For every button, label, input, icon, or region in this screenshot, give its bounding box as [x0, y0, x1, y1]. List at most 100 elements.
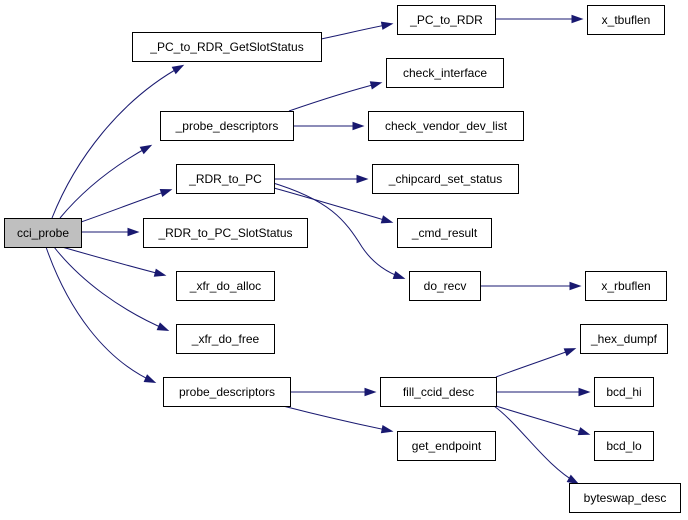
- edge-cci_probe-to-xfr_do_alloc: [61, 246, 167, 277]
- node-box[interactable]: [143, 218, 308, 248]
- node-pc_to_rdr_getslotstatus[interactable]: _PC_to_RDR_GetSlotStatus: [132, 32, 322, 62]
- node-byteswap_desc[interactable]: byteswap_desc: [569, 483, 681, 513]
- arrow-head-icon: [143, 374, 157, 384]
- edge-fill_ccid_desc-to-bcd_lo: [495, 405, 591, 436]
- node-box[interactable]: [372, 164, 519, 194]
- node-do_recv[interactable]: do_recv: [409, 271, 481, 301]
- arrow-head-icon: [139, 144, 153, 155]
- node-check_interface[interactable]: check_interface: [386, 58, 504, 88]
- node-box[interactable]: [380, 377, 497, 407]
- node-label: fill_ccid_desc: [403, 385, 474, 399]
- node-bcd_lo[interactable]: bcd_lo: [594, 431, 654, 461]
- arrow-head-icon: [563, 348, 577, 357]
- edge-fill_ccid_desc-to-byteswap_desc: [493, 405, 580, 485]
- edge-probe_descriptors-to-fill_ccid_desc: [290, 387, 377, 397]
- edge-line: [288, 82, 381, 112]
- arrow-head-icon: [566, 474, 580, 485]
- arrow-head-icon: [364, 387, 377, 397]
- node-box[interactable]: [176, 164, 275, 194]
- node-get_endpoint[interactable]: get_endpoint: [397, 431, 496, 461]
- node-box[interactable]: [397, 431, 496, 461]
- edge-cci_probe-to-xfr_do_free: [53, 246, 170, 331]
- edge-rdr_to_pc-to-cmd_result: [273, 187, 394, 224]
- node-label: _RDR_to_PC: [188, 172, 262, 186]
- edge-line: [59, 145, 151, 219]
- arrow-head-icon: [578, 387, 591, 397]
- node-label: _xfr_do_free: [191, 332, 260, 346]
- node-cci_probe[interactable]: cci_probe: [4, 218, 82, 248]
- node-x_tbuflen[interactable]: x_tbuflen: [587, 5, 665, 35]
- node-box[interactable]: [160, 111, 294, 141]
- node-label: probe_descriptors: [179, 385, 275, 399]
- edge-rdr_to_pc-to-do_recv: [269, 181, 406, 279]
- node-hex_dumpf[interactable]: _hex_dumpf: [580, 324, 668, 354]
- node-label: _probe_descriptors: [175, 119, 279, 133]
- edge-line: [80, 189, 171, 223]
- arrow-head-icon: [380, 21, 394, 30]
- node-box[interactable]: [163, 377, 291, 407]
- node-probe_descriptors[interactable]: probe_descriptors: [163, 377, 291, 407]
- node-label: _PC_to_RDR_GetSlotStatus: [149, 40, 303, 54]
- node-chipcard_set_status[interactable]: _chipcard_set_status: [372, 164, 519, 194]
- node-box[interactable]: [397, 218, 492, 248]
- node-box[interactable]: [409, 271, 481, 301]
- node-label: _RDR_to_PC_SlotStatus: [157, 226, 292, 240]
- node-check_vendor_dev_list[interactable]: check_vendor_dev_list: [368, 111, 524, 141]
- edge-probe_descriptors-to-get_endpoint: [282, 405, 394, 434]
- node-xfr_do_free[interactable]: _xfr_do_free: [176, 324, 275, 354]
- node-box[interactable]: [594, 377, 654, 407]
- edge-line: [53, 246, 168, 331]
- node-label: check_vendor_dev_list: [385, 119, 508, 133]
- arrow-head-icon: [380, 215, 394, 224]
- edge-line: [495, 348, 575, 378]
- node-label: _cmd_result: [411, 226, 478, 240]
- edge-cci_probe-to-pc_to_rdr_getslotstatus: [51, 64, 185, 219]
- node-box[interactable]: [176, 324, 275, 354]
- edge-cci_probe-to-probe_descriptors_u: [59, 144, 153, 219]
- arrow-head-icon: [577, 427, 591, 436]
- arrow-head-icon: [156, 322, 170, 331]
- node-box[interactable]: [397, 5, 496, 35]
- edge-cci_probe-to-probe_descriptors: [45, 246, 157, 384]
- node-label: cci_probe: [17, 226, 69, 240]
- node-probe_descriptors_u[interactable]: _probe_descriptors: [160, 111, 294, 141]
- node-box[interactable]: [4, 218, 82, 248]
- node-box[interactable]: [580, 324, 668, 354]
- arrow-head-icon: [569, 281, 582, 291]
- edge-line: [273, 187, 392, 223]
- node-x_rbuflen[interactable]: x_rbuflen: [585, 271, 667, 301]
- edge-probe_descriptors_u-to-check_interface: [288, 81, 383, 112]
- node-rdr_to_pc[interactable]: _RDR_to_PC: [176, 164, 275, 194]
- node-bcd_hi[interactable]: bcd_hi: [594, 377, 654, 407]
- arrow-head-icon: [153, 268, 167, 277]
- node-box[interactable]: [594, 431, 654, 461]
- node-label: _hex_dumpf: [590, 332, 658, 346]
- edge-probe_descriptors_u-to-check_vendor_dev_list: [293, 121, 365, 131]
- node-box[interactable]: [386, 58, 504, 88]
- node-box[interactable]: [587, 5, 665, 35]
- node-rdr_to_pc_slotstatus[interactable]: _RDR_to_PC_SlotStatus: [143, 218, 308, 248]
- node-label: x_tbuflen: [602, 13, 651, 27]
- node-label: get_endpoint: [412, 439, 482, 453]
- node-label: x_rbuflen: [601, 279, 650, 293]
- node-cmd_result[interactable]: _cmd_result: [397, 218, 492, 248]
- node-pc_to_rdr[interactable]: _PC_to_RDR: [397, 5, 496, 35]
- node-box[interactable]: [132, 32, 322, 62]
- node-label: _PC_to_RDR: [409, 13, 483, 27]
- node-xfr_do_alloc[interactable]: _xfr_do_alloc: [176, 271, 275, 301]
- arrow-head-icon: [352, 121, 365, 131]
- arrow-head-icon: [356, 174, 369, 184]
- node-fill_ccid_desc[interactable]: fill_ccid_desc: [380, 377, 497, 407]
- node-box[interactable]: [176, 271, 275, 301]
- node-label: bcd_lo: [606, 439, 642, 453]
- arrow-head-icon: [380, 424, 394, 434]
- edge-line: [282, 405, 392, 432]
- edge-line: [61, 246, 165, 276]
- arrow-head-icon: [159, 189, 173, 197]
- node-box[interactable]: [569, 483, 681, 513]
- nodes-layer: cci_probe _PC_to_RDR_GetSlotStatus _probe_…: [4, 5, 681, 513]
- node-box[interactable]: [585, 271, 667, 301]
- node-box[interactable]: [368, 111, 524, 141]
- edge-line: [51, 65, 183, 219]
